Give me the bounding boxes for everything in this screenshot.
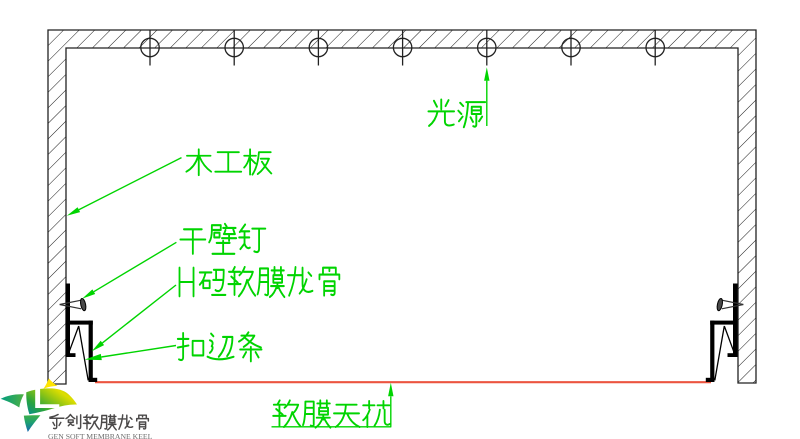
svg-text:GEN SOFT MEMBRANE KEEL: GEN SOFT MEMBRANE KEEL	[48, 432, 153, 439]
